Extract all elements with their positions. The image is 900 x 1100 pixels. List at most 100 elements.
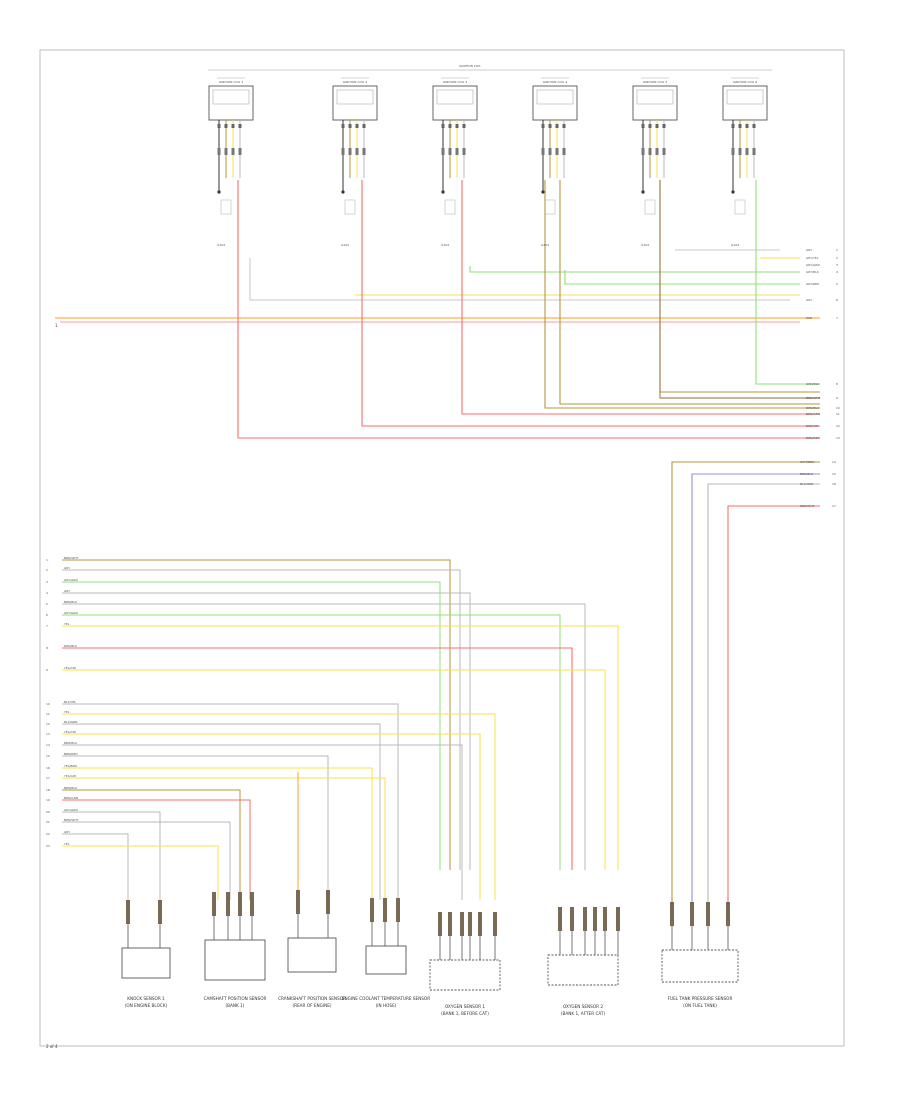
sensor-pin-connector [570, 907, 574, 931]
ground-tag [444, 199, 456, 215]
right-low-pin: 16 [832, 482, 836, 486]
coil-pin-label [348, 148, 352, 155]
right-top-pin: 7 [836, 316, 838, 320]
left-top-label: GRY [64, 589, 70, 593]
coil-pin-label [541, 148, 545, 155]
left-mid-pin: 9 [46, 668, 48, 672]
coil-pin [448, 124, 452, 128]
right-mid-pin: 11 [836, 412, 840, 416]
left-low-label: BLK/YEL [64, 700, 76, 704]
sensor-note: (BANK 1) [226, 1003, 245, 1008]
right-top-label: GRY/GRN [806, 263, 820, 267]
harness-a-1 [62, 559, 451, 870]
coil-pin [355, 124, 359, 128]
harness-a-5 [62, 603, 586, 870]
sensor-pin-connector [583, 907, 587, 931]
coil-pin-label [655, 148, 659, 155]
harness-wires [55, 180, 820, 905]
left-low-pin: 20 [46, 810, 50, 814]
coil-feed-4 [461, 180, 820, 415]
coil-inner [726, 89, 764, 105]
coil-code: IGNITION COIL 2 [343, 80, 368, 84]
right-mid-pin: 8 [836, 382, 838, 386]
coil-inner [536, 89, 574, 105]
coil-pin [562, 124, 566, 128]
left-low-pin: 17 [46, 776, 50, 780]
left-mid-label: YEL/GRY [64, 666, 77, 670]
sensor-body [429, 959, 501, 991]
left-top-pin: 6 [46, 613, 48, 617]
left-top-label: GRY/GRN [64, 578, 78, 582]
coil-pin [662, 124, 666, 128]
harness-a-2 [62, 569, 461, 870]
fuel-sensor-wire-1 [671, 461, 820, 905]
left-top-label: BRN/BLU [64, 600, 77, 604]
left-top-pin: 4 [46, 591, 48, 595]
coil-pin-label [738, 148, 742, 155]
sensor-note: (BANK 1, BEFORE CAT) [441, 1011, 489, 1016]
left-top-label: YEL [64, 622, 70, 626]
right-mid-pin: 9 [836, 396, 838, 400]
harness-b-1 [62, 703, 399, 900]
left-low-label: YEL/GRY [64, 774, 77, 778]
sensor-group: KNOCK SENSOR 1(ON ENGINE BLOCK)CAMSHAFT … [121, 890, 739, 1016]
sensor-pin-connector [250, 892, 254, 916]
harness-a-3 [62, 581, 441, 870]
bus-gray-1 [249, 258, 790, 301]
sensor-pin-connector [468, 912, 472, 936]
coil-pin-label [562, 148, 566, 155]
coil-pin-label [745, 148, 749, 155]
right-top-label: GRY [806, 298, 812, 302]
coil-pin-label [455, 148, 459, 155]
coil-pin [655, 124, 659, 128]
left-low-pin: 12 [46, 722, 50, 726]
sensor-pin-connector [706, 902, 710, 926]
fuel-sensor-wire-4 [727, 505, 820, 905]
sensor-pin-connector [296, 890, 300, 914]
left-low-pin: 23 [46, 844, 50, 848]
coil-pin-label [731, 148, 735, 155]
coil-pin-label [441, 148, 445, 155]
coil-pin [745, 124, 749, 128]
harness-a-6 [62, 614, 561, 870]
right-low-label: WHT/BRN [800, 460, 814, 464]
harness-b-8 [62, 777, 386, 900]
sensor-pin-connector [238, 892, 242, 916]
coil-pin [238, 124, 242, 128]
harness-a-4 [62, 592, 471, 870]
left-low-pin: 19 [46, 798, 50, 802]
coil-pin-label [448, 148, 452, 155]
left-top-pin: 3 [46, 580, 48, 584]
right-mid-label: BRN/WHT [806, 396, 821, 400]
left-low-pin: 22 [46, 832, 50, 836]
sensor-pin-connector [326, 890, 330, 914]
left-top-label: BRN/WHT [64, 556, 79, 560]
coil-inner [336, 89, 374, 105]
sensor-name: CRANKSHAFT POSITION SENSOR [278, 996, 346, 1001]
coil-pin-label [231, 148, 235, 155]
harness-b-6 [62, 755, 329, 900]
coil-pin [641, 124, 645, 128]
fuel-sensor-wire-2 [691, 473, 820, 905]
right-top-pin: 5 [836, 282, 838, 286]
right-mid-label: BRN/YEL [806, 424, 819, 428]
right-top-pin: 2 [836, 256, 838, 260]
left-top-pin: 5 [46, 602, 48, 606]
coil-pin-label [752, 148, 756, 155]
right-mid-pin: 12 [836, 424, 840, 428]
sensor-pin-connector [448, 912, 452, 936]
coil-pin [738, 124, 742, 128]
coil-feed-6 [237, 180, 820, 439]
right-mid-label: BRN/RED [806, 436, 820, 440]
right-mid-pin: 13 [836, 436, 840, 440]
sensor-pin-connector [226, 892, 230, 916]
coil-terminal: G104 [641, 243, 649, 247]
coil-pin-label [641, 148, 645, 155]
left-low-label: YEL/GRY [64, 730, 77, 734]
right-low-pin: 14 [832, 460, 836, 464]
left-low-pin: 21 [46, 820, 50, 824]
coil-pin [348, 124, 352, 128]
coil-feed-5 [361, 180, 820, 427]
sensor-name: OXYGEN SENSOR 2 [563, 1004, 603, 1009]
coil-pin [752, 124, 756, 128]
